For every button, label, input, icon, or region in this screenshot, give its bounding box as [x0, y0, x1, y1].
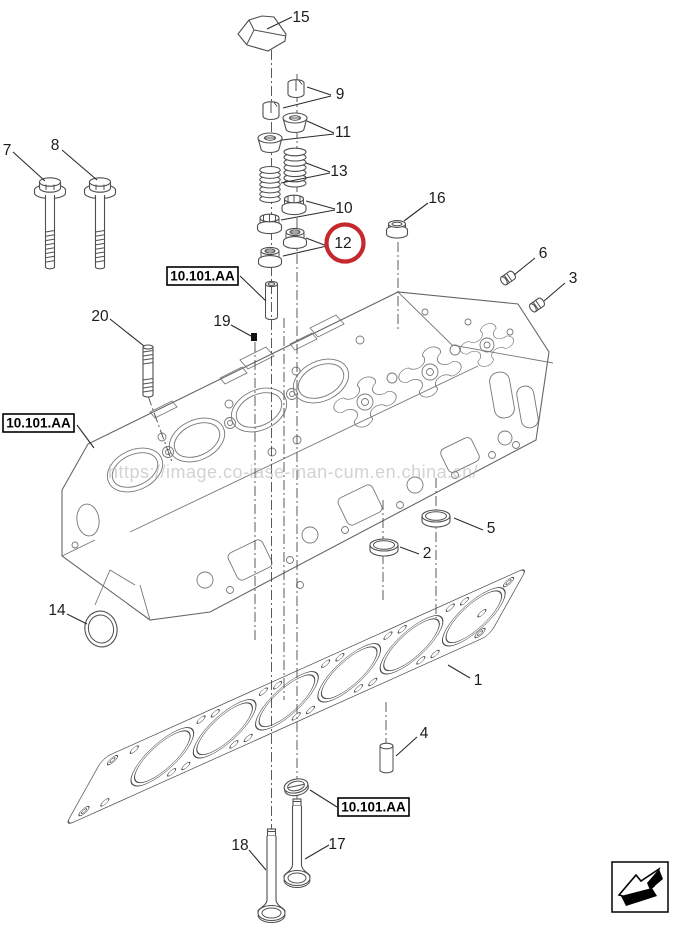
ref-box-valve-guide-label: 10.101.AA — [170, 269, 235, 284]
ref-box-valve-seat-label: 10.101.AA — [341, 800, 406, 815]
callout-12[interactable]: 12 — [334, 235, 351, 252]
part-5-plug-drawing — [421, 509, 451, 528]
watermark-text: https://image.co-iase-man-cum.en.china.c… — [108, 462, 478, 482]
arrow-icon — [617, 867, 663, 906]
cylinder-head-drawing — [61, 291, 554, 621]
valve-seat-drawing — [283, 778, 309, 797]
callout-7[interactable]: 7 — [3, 142, 12, 159]
part-19-marker — [251, 333, 257, 341]
callout-6[interactable]: 6 — [539, 245, 548, 262]
callout-2[interactable]: 2 — [423, 545, 432, 562]
part-16-cup-plug-drawing — [385, 220, 409, 239]
highlight-circle-part-12 — [324, 222, 366, 264]
callout-11[interactable]: 11 — [335, 124, 351, 141]
callout-8[interactable]: 8 — [51, 137, 60, 154]
part-3-plug-drawing — [527, 296, 547, 314]
part-1-gasket-drawing — [67, 569, 525, 824]
part-14-cap-drawing — [84, 610, 118, 648]
callout-20[interactable]: 20 — [91, 308, 109, 325]
callout-9[interactable]: 9 — [336, 86, 345, 103]
ref-box-cylinder-head[interactable]: 10.101.AA — [2, 413, 75, 433]
callout-5[interactable]: 5 — [487, 520, 496, 537]
part-13-springs-drawing — [259, 147, 307, 204]
ref-box-cylinder-head-label: 10.101.AA — [6, 416, 71, 431]
part-17-valve-drawing — [283, 798, 311, 888]
callout-14[interactable]: 14 — [48, 602, 66, 619]
callout-10[interactable]: 10 — [335, 200, 353, 217]
part-15-pad-drawing — [237, 15, 287, 52]
callout-18[interactable]: 18 — [231, 837, 248, 854]
callout-19[interactable]: 19 — [213, 313, 230, 330]
part-4-dowel-drawing — [379, 742, 394, 774]
part-20-stud-drawing — [142, 344, 154, 398]
valve-guide-drawing — [264, 280, 279, 321]
callout-4[interactable]: 4 — [420, 725, 429, 742]
part-18-valve-drawing — [257, 828, 286, 923]
callout-17[interactable]: 17 — [328, 836, 345, 853]
callout-15[interactable]: 15 — [292, 9, 309, 26]
part-12-valve-seals-drawing — [257, 227, 308, 268]
callout-16[interactable]: 16 — [428, 190, 445, 207]
callout-13[interactable]: 13 — [330, 163, 347, 180]
ref-box-valve-seat[interactable]: 10.101.AA — [337, 797, 410, 817]
leader-lines — [12, 16, 566, 871]
part-8-bolt-drawing — [83, 177, 117, 270]
nav-arrow-button[interactable] — [611, 861, 669, 913]
part-6-plug-drawing — [498, 269, 518, 287]
callout-3[interactable]: 3 — [569, 270, 578, 287]
part-2-plug-drawing — [369, 538, 399, 557]
part-7-bolt-drawing — [33, 177, 67, 270]
ref-box-valve-guide[interactable]: 10.101.AA — [166, 266, 239, 286]
callout-1[interactable]: 1 — [474, 672, 483, 689]
